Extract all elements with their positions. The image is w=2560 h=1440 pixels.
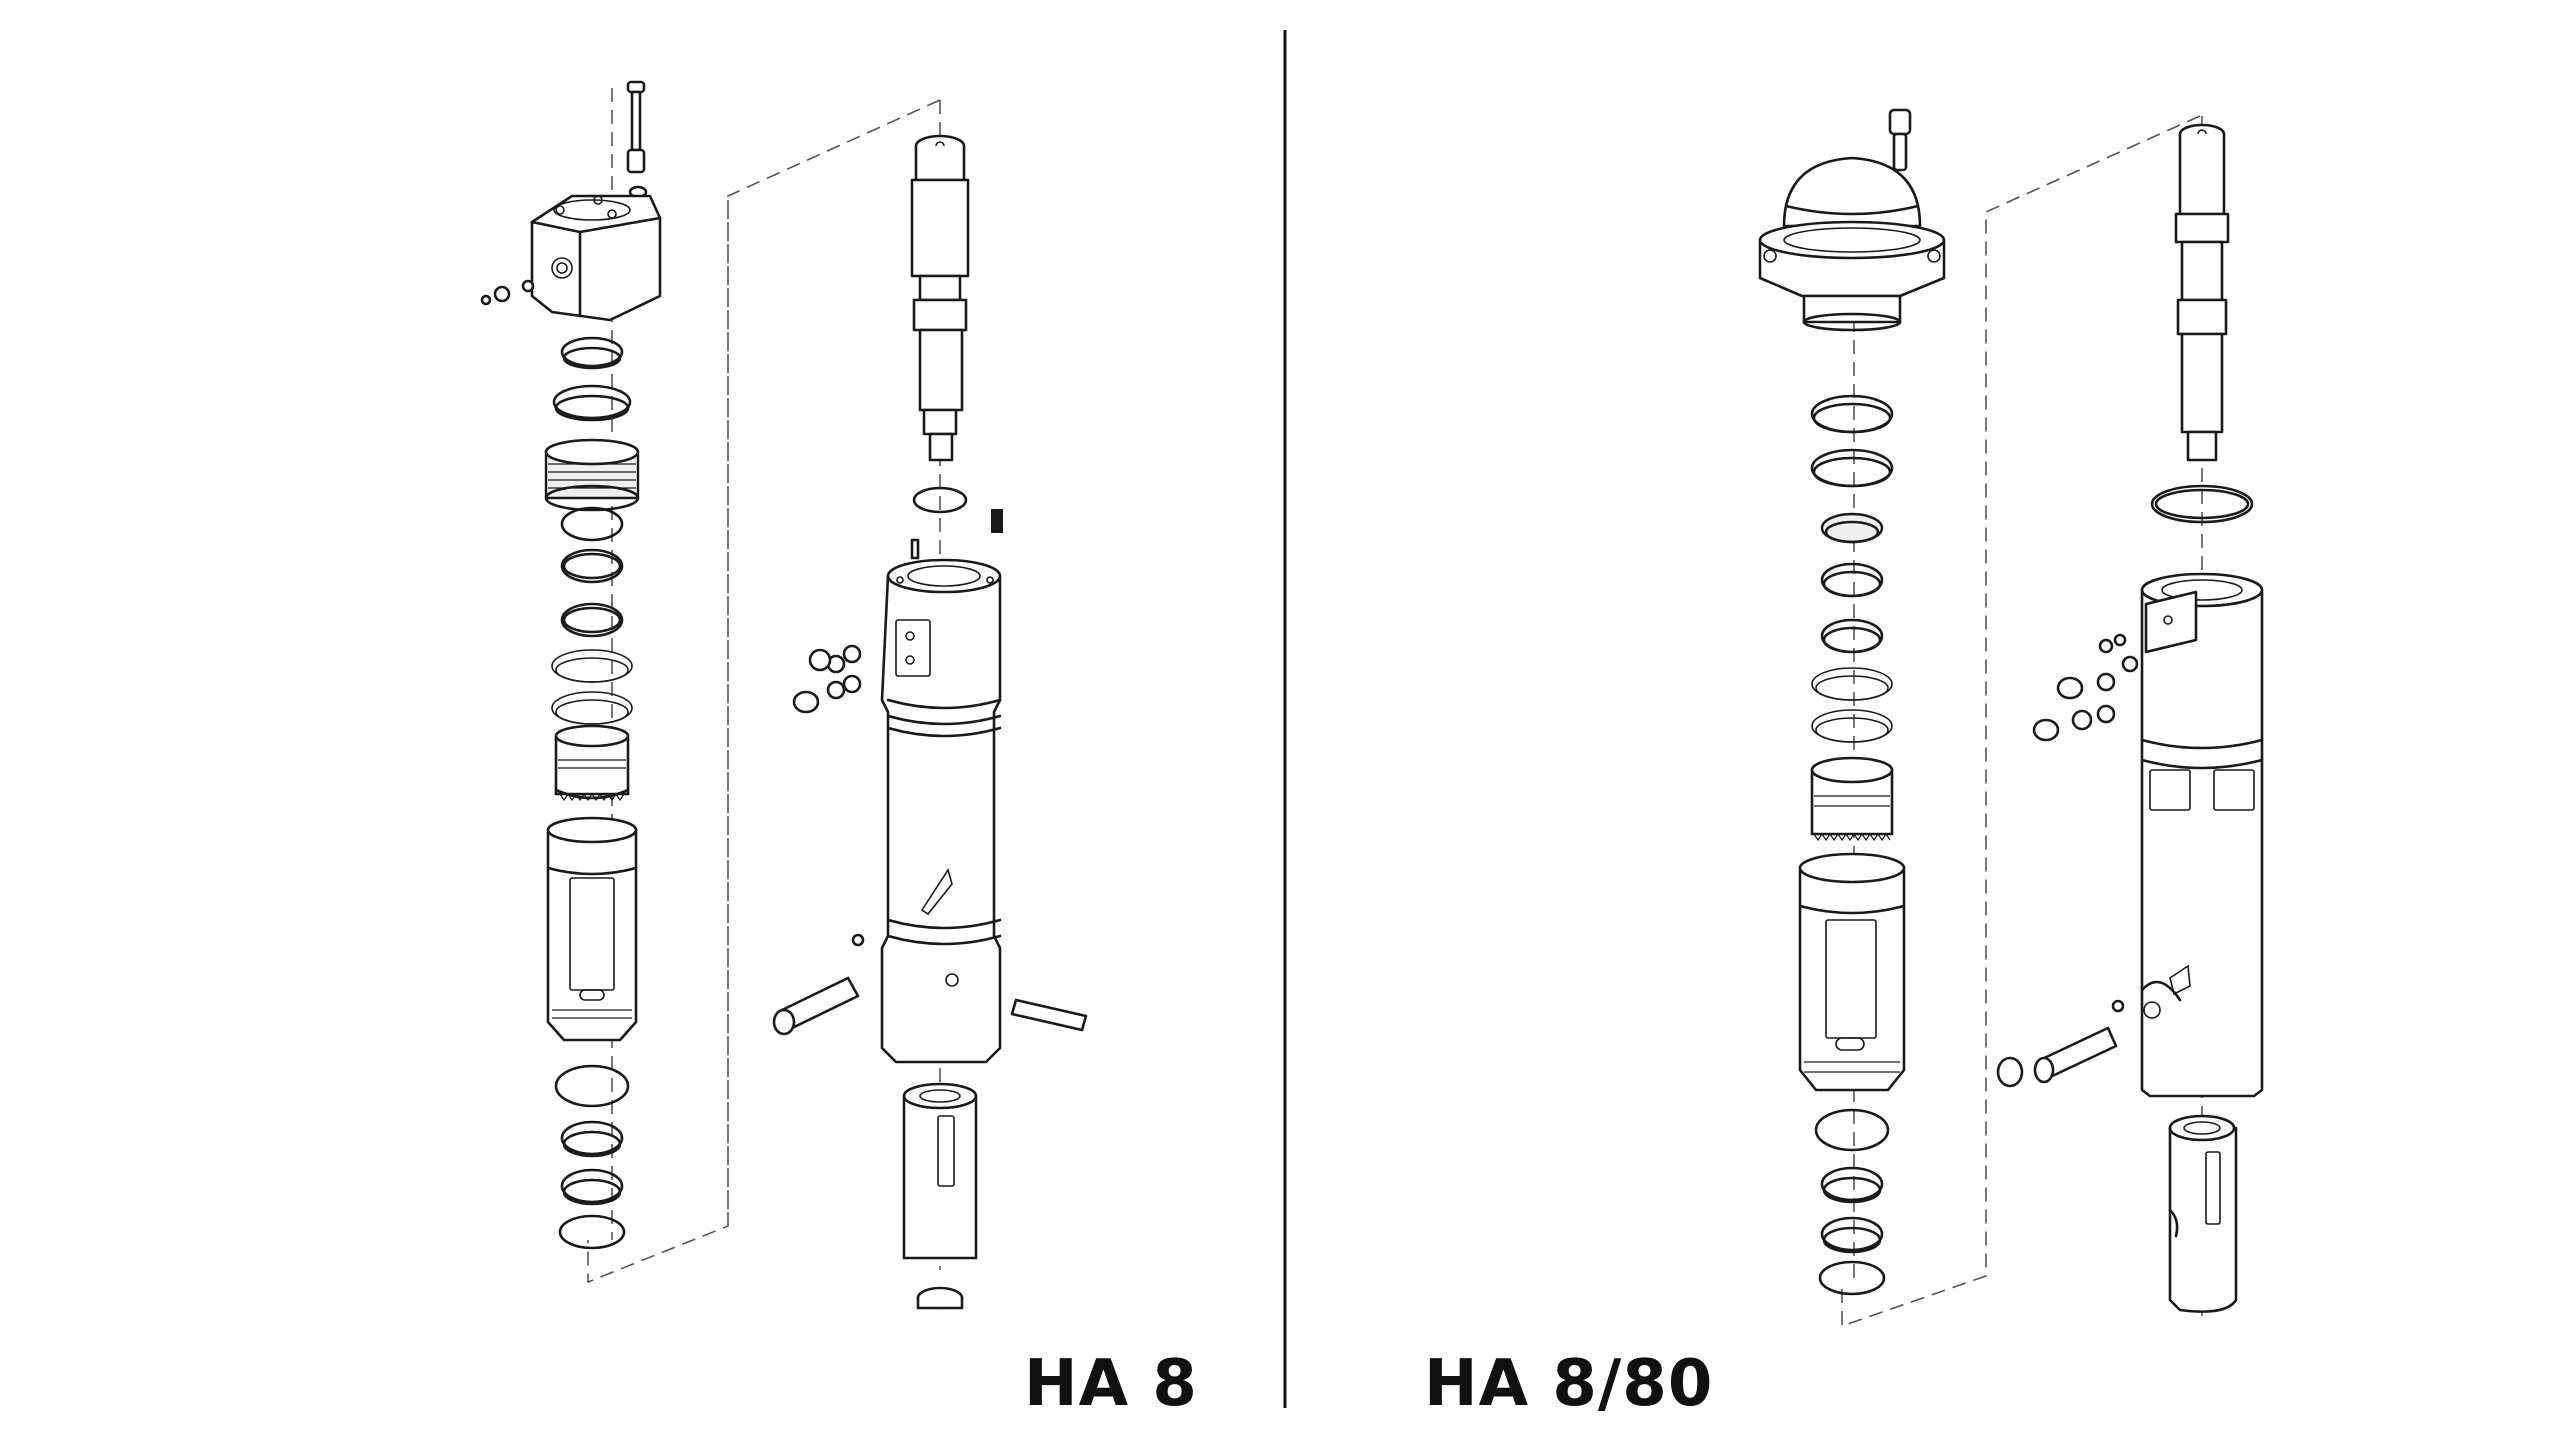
ha8-bottom-rings <box>554 1064 630 1250</box>
model-label-ha880: HA 8/80 <box>1424 1347 1714 1421</box>
ha8-piston-shaft <box>910 134 970 462</box>
ha880-seal-stack <box>1810 394 1894 842</box>
ha880-exploded-view <box>1758 108 2264 1328</box>
ha8-main-cylinder <box>792 558 1002 1064</box>
ha8-chisel-holder <box>902 1082 978 1310</box>
ha880-main-housing <box>2032 572 2264 1098</box>
ha880-cross-pin <box>1996 999 2125 1088</box>
ha880-assembly-dashline <box>1841 115 2201 1328</box>
ha8-cross-pin-right <box>1010 998 1088 1032</box>
ha880-piston-shaft <box>2174 123 2230 462</box>
ha880-accumulator-dome <box>1758 156 1946 332</box>
ha8-top-bolt <box>626 80 648 199</box>
ha8-assembly-dashline <box>587 99 941 1284</box>
ha8-shaft-seals <box>910 486 1003 560</box>
ha8-seal-stack <box>544 336 640 802</box>
ha8-lower-sleeve <box>546 816 638 1042</box>
model-label-ha8: HA 8 <box>1024 1347 1198 1421</box>
ha880-lower-sleeve <box>1798 852 1906 1092</box>
ha8-cross-pin-left <box>772 933 865 1036</box>
ha8-exploded-view <box>480 80 1088 1310</box>
ha880-shaft-oring <box>2150 484 2254 524</box>
ha880-bottom-bushing <box>2168 1114 2238 1313</box>
ha880-bottom-rings <box>1814 1108 1890 1296</box>
ha880-top-screw <box>1888 108 1912 172</box>
ha8-head-cap <box>480 194 662 322</box>
